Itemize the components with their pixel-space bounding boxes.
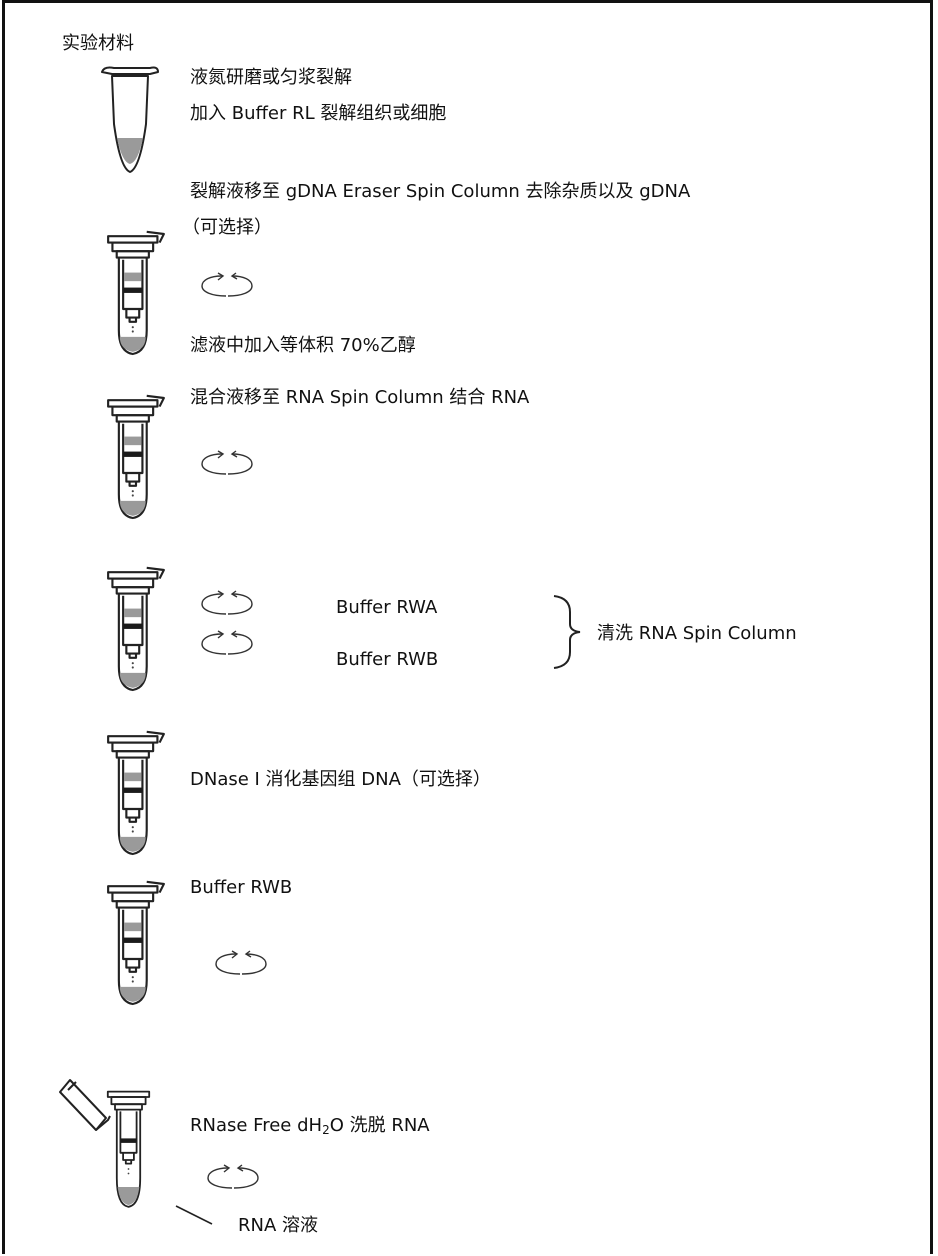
spin-column-icon xyxy=(107,566,165,692)
spin-column-icon xyxy=(107,230,165,356)
step5-line1: DNase I 消化基因组 DNA（可选择） xyxy=(190,769,491,790)
pointer-line xyxy=(175,1205,213,1225)
step1-line2: 加入 Buffer RL 裂解组织或细胞 xyxy=(190,103,447,124)
step7-subscript: 2 xyxy=(322,1123,330,1137)
materials-label: 实验材料 xyxy=(62,33,134,54)
centrifuge-rotation-icon xyxy=(201,272,253,297)
step2-line1: 裂解液移至 gDNA Eraser Spin Column 去除杂质以及 gDN… xyxy=(190,181,691,202)
centrifuge-rotation-icon xyxy=(207,1164,259,1189)
step7-line1: RNase Free dH2O 洗脱 RNA xyxy=(190,1114,430,1142)
wash-label: 清洗 RNA Spin Column xyxy=(597,623,797,644)
rna-solution-label: RNA 溶液 xyxy=(238,1215,319,1236)
open-lid-tube-icon xyxy=(59,1079,151,1208)
spin-column-icon xyxy=(107,730,165,856)
centrifuge-rotation-icon xyxy=(201,450,253,475)
step1-line1: 液氮研磨或匀浆裂解 xyxy=(190,67,352,88)
step2-line2: （可选择） xyxy=(182,217,272,238)
step6-line1: Buffer RWB xyxy=(190,877,293,898)
step7-suffix: O 洗脱 RNA xyxy=(329,1115,430,1136)
buffer-rwa-label: Buffer RWA xyxy=(336,597,438,618)
centrifuge-rotation-icon xyxy=(215,950,267,975)
step2-line3: 滤液中加入等体积 70%乙醇 xyxy=(190,335,416,356)
spin-column-icon xyxy=(107,880,165,1006)
step3-line1: 混合液移至 RNA Spin Column 结合 RNA xyxy=(190,387,530,408)
step7-prefix: RNase Free dH xyxy=(190,1115,323,1136)
spin-column-icon xyxy=(107,394,165,520)
centrifuge-rotation-icon xyxy=(201,630,253,655)
microtube-icon xyxy=(101,66,159,173)
brace-icon xyxy=(553,595,581,669)
centrifuge-rotation-icon xyxy=(201,590,253,615)
buffer-rwb-label: Buffer RWB xyxy=(336,649,439,670)
